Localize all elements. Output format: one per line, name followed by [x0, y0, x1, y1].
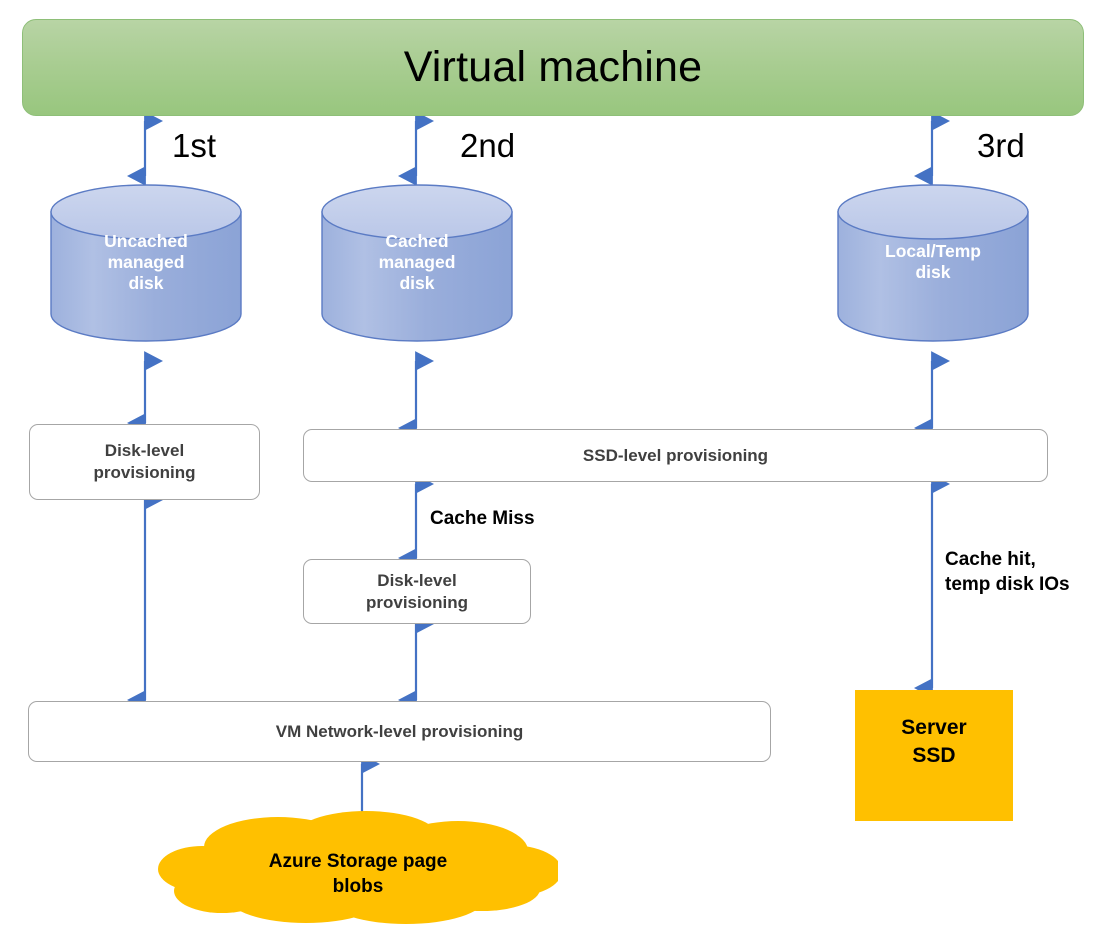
server-ssd-label: Server SSD — [901, 714, 966, 770]
cache-miss-annotation: Cache Miss — [430, 506, 535, 531]
azure-storage-cloud: Azure Storage page blobs — [158, 809, 558, 927]
cylinder-top-ellipse — [321, 184, 513, 240]
cloud-shape — [158, 811, 558, 924]
annotation-line: temp disk IOs — [945, 574, 1070, 595]
vm-network-level-provisioning-label: VM Network-level provisioning — [276, 721, 524, 743]
annotation-line: Cache Miss — [430, 508, 535, 529]
local-temp-disk-cylinder: Local/Temp disk — [836, 183, 1030, 343]
box-label-line: Disk-level — [377, 570, 457, 590]
uncached-managed-disk-cylinder: Uncached managed disk — [49, 183, 243, 343]
vm-network-level-provisioning-box: VM Network-level provisioning — [28, 701, 771, 762]
ordinal-3rd-label: 3rd — [977, 127, 1025, 164]
cylinder-body — [321, 211, 513, 342]
box-label-line: provisioning — [366, 592, 468, 612]
box-label-line: Disk-level — [104, 441, 185, 460]
cylinder-top-ellipse — [837, 184, 1029, 240]
cylinder-top-ellipse — [50, 184, 242, 240]
cache-hit-annotation: Cache hit, temp disk IOs — [945, 547, 1070, 597]
disk-level-provisioning-label-middle: Disk-level provisioning — [366, 570, 468, 614]
virtual-machine-banner: Virtual machine — [22, 19, 1084, 116]
cylinder-body — [837, 211, 1029, 342]
ssd-level-provisioning-box: SSD-level provisioning — [303, 429, 1048, 482]
ordinal-2nd-label: 2nd — [460, 127, 516, 164]
cylinder-body — [50, 211, 242, 342]
disk-level-provisioning-box-left: Disk-level provisioning — [29, 424, 260, 500]
virtual-machine-label: Virtual machine — [403, 43, 703, 91]
cached-managed-disk-cylinder: Cached managed disk — [320, 183, 514, 343]
annotation-line: Cache hit, — [945, 549, 1036, 570]
disk-level-provisioning-label-left: Disk-level provisioning — [94, 440, 196, 484]
box-label-line: SSD-level provisioning — [582, 445, 769, 465]
ordinal-1st-label: 1st — [172, 127, 217, 164]
box-label-line: VM Network-level provisioning — [275, 721, 524, 741]
box-label-line: provisioning — [93, 463, 196, 482]
ssd-level-provisioning-label: SSD-level provisioning — [583, 445, 768, 467]
box-label-line: SSD — [912, 744, 956, 767]
disk-level-provisioning-box-middle: Disk-level provisioning — [303, 559, 531, 624]
server-ssd-box: Server SSD — [855, 690, 1013, 821]
box-label-line: Server — [901, 716, 967, 739]
